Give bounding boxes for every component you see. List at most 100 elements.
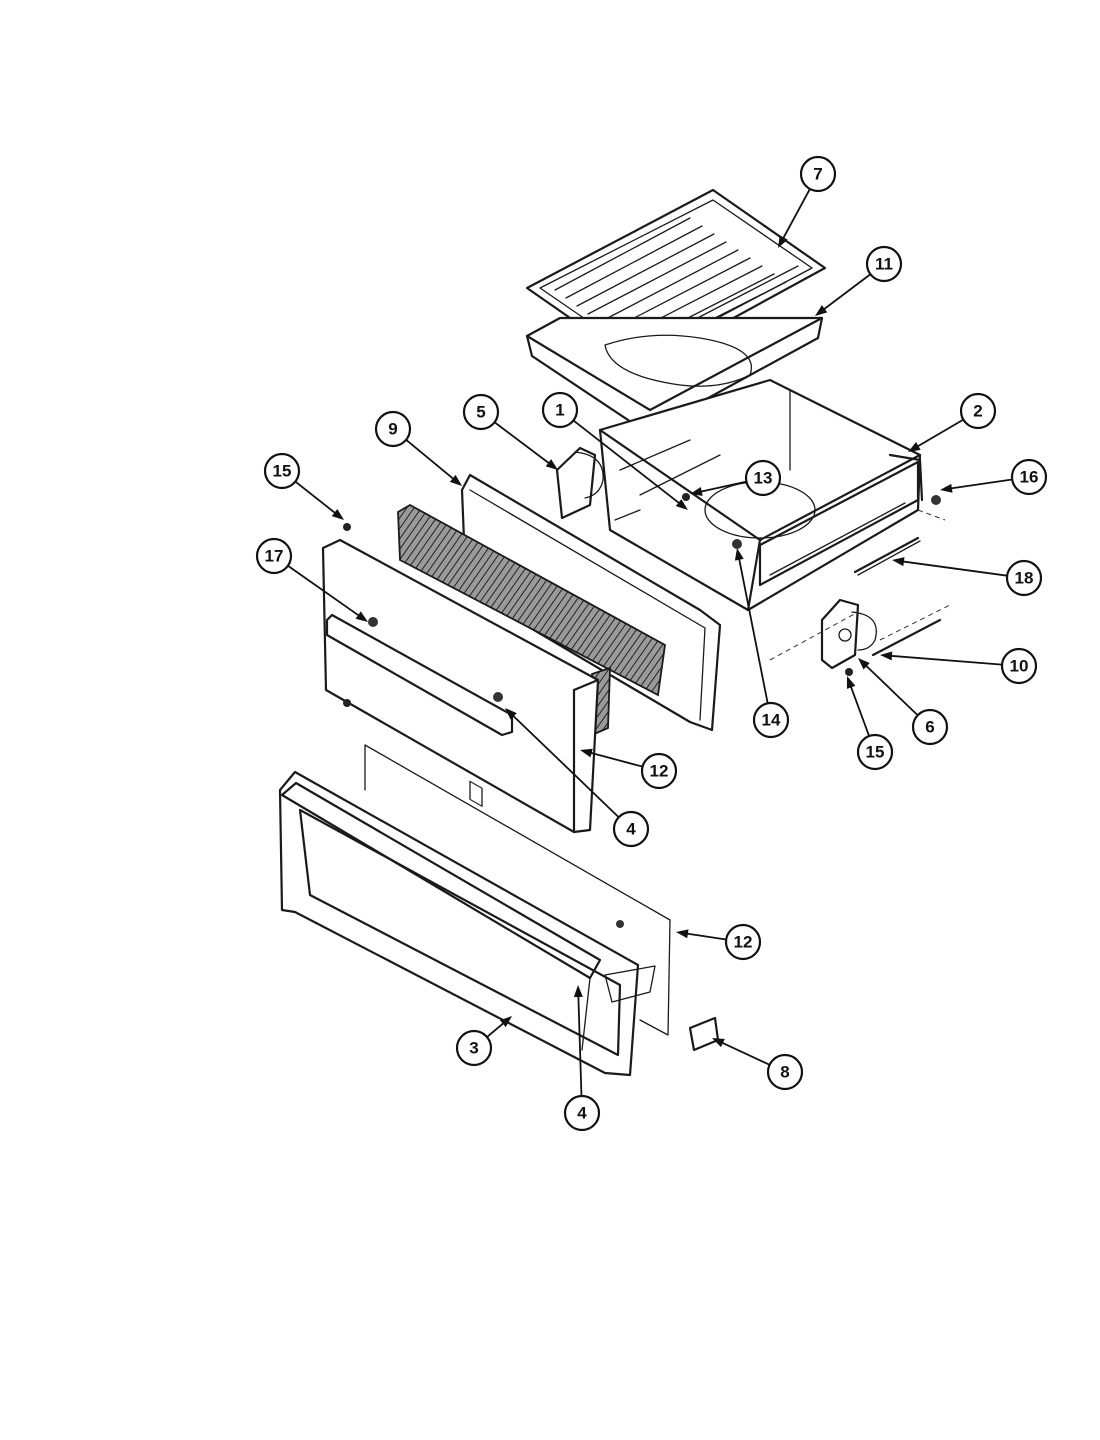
callout-circle: [612, 810, 650, 848]
callout-number: 13: [754, 469, 773, 488]
callout-circle: [374, 410, 412, 448]
arrowhead-c4b: [573, 985, 583, 998]
callout-c3: 3: [455, 1029, 493, 1067]
callout-number: 17: [265, 547, 284, 566]
callout-circle: [1010, 458, 1048, 496]
leader-line-c5: [494, 421, 554, 468]
callout-c14: 14: [752, 701, 790, 739]
callout-c6: 6: [911, 708, 949, 746]
callout-c9: 9: [374, 410, 412, 448]
leader-line-c10: [885, 654, 1003, 666]
arrowhead-c15a: [331, 509, 344, 520]
callout-c15a: 15: [263, 452, 301, 490]
slide-rod-parts: [853, 536, 942, 657]
callout-circle: [263, 452, 301, 490]
outer-door-panel-part: [321, 538, 600, 834]
callout-c12a: 12: [640, 752, 678, 790]
arrowhead-c4a: [505, 708, 517, 720]
callout-circle: [640, 752, 678, 790]
arrowhead-c10: [880, 651, 893, 661]
callout-circle: [911, 708, 949, 746]
callout-c7: 7: [799, 155, 837, 193]
arrowhead-c11: [815, 305, 828, 316]
callout-number: 12: [734, 933, 753, 952]
callout-number: 11: [875, 255, 893, 274]
arrowhead-c18: [892, 557, 905, 567]
door-frame-part: [278, 770, 640, 1077]
callout-number: 18: [1015, 569, 1034, 588]
callout-number: 15: [273, 462, 292, 481]
callout-circle: [865, 245, 903, 283]
arrowhead-c5: [545, 459, 558, 470]
screw-parts: [343, 493, 941, 928]
callout-circle: [799, 155, 837, 193]
arrowhead-c1: [675, 499, 688, 510]
leader-line-c13: [695, 480, 747, 494]
callout-number: 15: [866, 743, 885, 762]
arrowhead-c13: [690, 487, 703, 496]
callout-circle: [1005, 559, 1043, 597]
callout-number: 1: [555, 401, 564, 420]
callout-c10: 10: [1000, 647, 1038, 685]
callout-number: 5: [476, 403, 485, 422]
assembly-guide-lines: [769, 509, 951, 661]
callout-circle: [766, 1053, 804, 1091]
leader-line-c11: [819, 273, 871, 314]
callout-c13: 13: [744, 459, 782, 497]
callout-circle: [752, 701, 790, 739]
callout-c5: 5: [462, 393, 500, 431]
badge-part: [688, 1016, 720, 1052]
callout-c12b: 12: [724, 923, 762, 961]
callout-circle: [744, 459, 782, 497]
callout-number: 3: [469, 1039, 478, 1058]
leader-line-c4a: [508, 711, 620, 818]
callout-number: 12: [650, 762, 669, 781]
callout-number: 4: [577, 1104, 587, 1123]
callout-circle: [856, 733, 894, 771]
callout-number: 4: [626, 820, 636, 839]
arrowhead-c12b: [676, 929, 689, 939]
callout-c4b: 4: [563, 1094, 601, 1132]
callout-c17: 17: [255, 537, 293, 575]
callout-number: 9: [388, 420, 397, 439]
callout-circle: [462, 393, 500, 431]
leader-line-c8: [717, 1039, 770, 1066]
callout-c1: 1: [541, 391, 579, 429]
callout-number: 8: [780, 1063, 789, 1082]
callout-circle: [959, 392, 997, 430]
arrowhead-c2: [908, 442, 921, 452]
callout-number: 16: [1020, 468, 1039, 487]
callout-c2: 2: [959, 392, 997, 430]
leader-line-c4b: [577, 990, 583, 1097]
leader-line-c17: [287, 565, 364, 620]
arrowhead-c16: [940, 483, 953, 493]
callout-circle: [455, 1029, 493, 1067]
callout-number: 10: [1010, 657, 1029, 676]
callout-number: 6: [925, 718, 934, 737]
callout-number: 14: [762, 711, 781, 730]
arrowhead-c15b: [846, 676, 856, 689]
callout-circle: [563, 1094, 601, 1132]
callout-number: 2: [973, 402, 982, 421]
leader-line-c7: [780, 188, 811, 244]
right-slide-bracket-part: [820, 598, 877, 670]
arrowhead-c8: [712, 1038, 725, 1048]
arrowhead-c14: [734, 548, 744, 561]
callout-number: 7: [813, 165, 822, 184]
callout-c8: 8: [766, 1053, 804, 1091]
leader-line-c15a: [294, 480, 340, 517]
callout-circle: [541, 391, 579, 429]
leader-line-c2: [912, 418, 964, 450]
callout-c15b: 15: [856, 733, 894, 771]
leader-line-c6: [861, 661, 919, 716]
leader-line-c9: [405, 439, 458, 483]
arrowhead-c6: [858, 658, 870, 670]
leader-line-c16: [945, 478, 1013, 491]
callout-circle: [255, 537, 293, 575]
arrowhead-c3: [499, 1016, 512, 1028]
callout-circle: [724, 923, 762, 961]
leader-lines: [287, 188, 1013, 1097]
callout-c4a: 4: [612, 810, 650, 848]
